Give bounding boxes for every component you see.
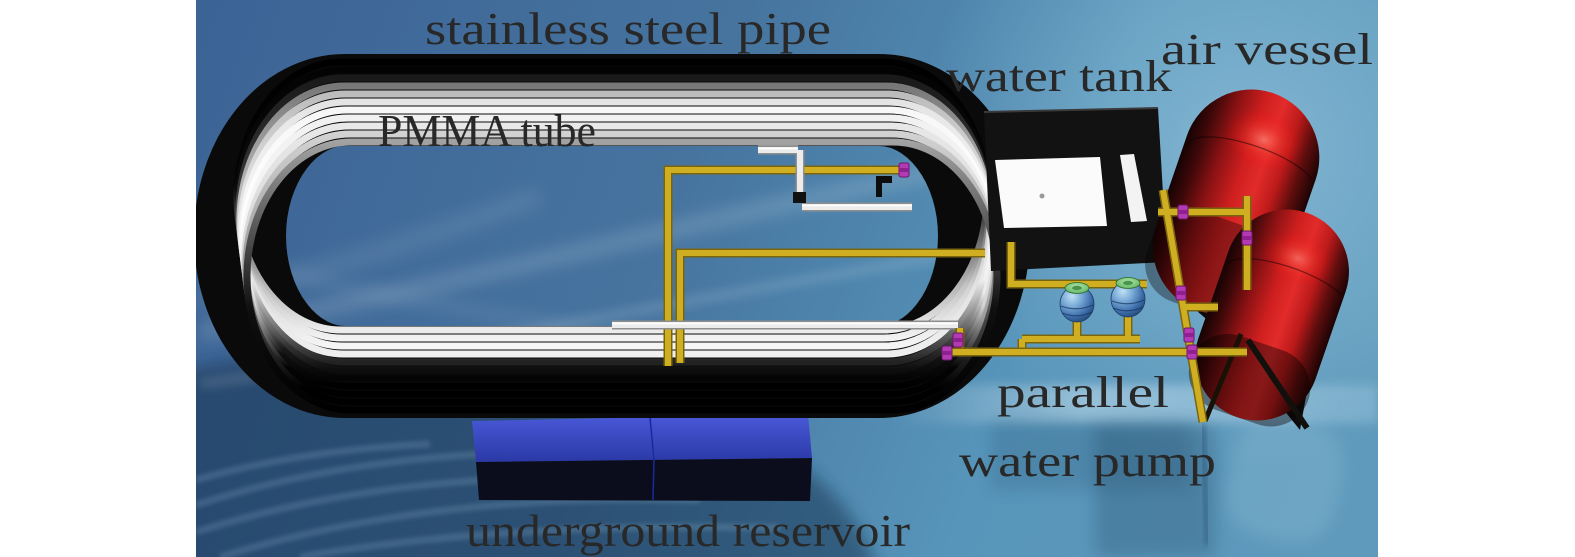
vessel-connection-pipes [950,189,1252,423]
pump-cap-center [1072,285,1082,291]
reservoir-seam [649,416,655,501]
tank-rim [983,107,1159,113]
water-pump-1 [1059,282,1095,323]
vessel-reflection [1226,417,1344,543]
label-water-tank: water tank [946,52,1172,101]
yellow-pipe [950,189,1250,423]
label-pmma-tube: PMMA tube [378,105,596,156]
air-vessel-2 [1188,209,1349,427]
valve [1177,204,1189,220]
valve [1175,285,1187,301]
dark-reflection [990,420,1190,490]
reservoir-front-face [476,458,812,501]
pump-bands [1060,304,1094,317]
reflection-arc [196,440,431,484]
equipment-reflections [990,417,1344,557]
clear-pipe [612,147,958,328]
valve [898,162,910,178]
vessel-highlight [1224,108,1303,171]
label-underground-reservoir: underground reservoir [466,505,910,556]
clear-pipes [612,145,958,330]
valve [1186,344,1198,360]
water-tank-box [983,107,1167,271]
pipe-fitting [876,176,892,197]
pipe-reflection [1200,423,1210,546]
reflection-arc [299,523,781,557]
valve [1183,327,1195,343]
vessel-seam [1187,136,1313,180]
water-pump-2 [1110,277,1146,318]
vessel-highlight [1262,231,1333,286]
pump-bands [1111,299,1145,312]
pump-cap-center [1123,280,1133,286]
pipe-end-cap [793,192,806,203]
clear-pipe-shine [612,147,958,325]
label-air-vessel: air vessel [1161,25,1373,74]
vessel-lower-shade [1188,333,1311,427]
tank-interior-compartment [1120,154,1147,222]
valve [952,332,964,348]
valve [941,345,953,361]
label-stainless-steel-pipe: stainless steel pipe [425,3,831,54]
label-parallel-water-pump-line1: parallel [997,368,1169,417]
tank-drain-dot [1039,193,1045,199]
coil-loop [243,138,1001,414]
reservoir-top-face [472,414,812,462]
vessel-seam [1227,257,1341,295]
underground-reservoir-box [472,414,812,501]
valve [1241,230,1253,246]
label-parallel-water-pump-line2: water pump [959,437,1216,486]
support-strut [1245,338,1310,430]
tank-interior [995,157,1107,228]
